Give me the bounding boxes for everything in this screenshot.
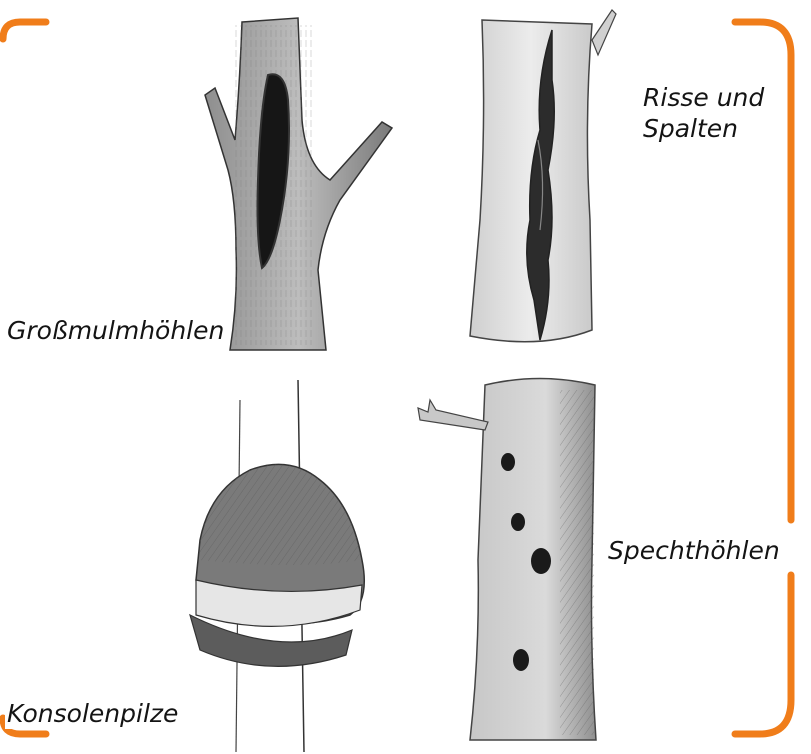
tree-with-crack bbox=[470, 10, 616, 342]
tree-with-woodpecker-holes bbox=[418, 379, 596, 741]
label-spechthoehlen: Spechthöhlen bbox=[606, 535, 782, 566]
tree-with-bracket-fungus bbox=[190, 380, 364, 752]
tree-with-large-hollow bbox=[205, 18, 392, 350]
label-konsolenpilze: Konsolenpilze bbox=[5, 698, 180, 729]
label-risse-line1: Risse und bbox=[643, 82, 764, 113]
label-grossmulmhoehlen: Großmulmhöhlen bbox=[5, 315, 226, 346]
label-risse-und-spalten: Risse und Spalten bbox=[641, 82, 766, 145]
label-risse-line2: Spalten bbox=[643, 113, 764, 144]
left-orange-bracket bbox=[3, 22, 46, 734]
